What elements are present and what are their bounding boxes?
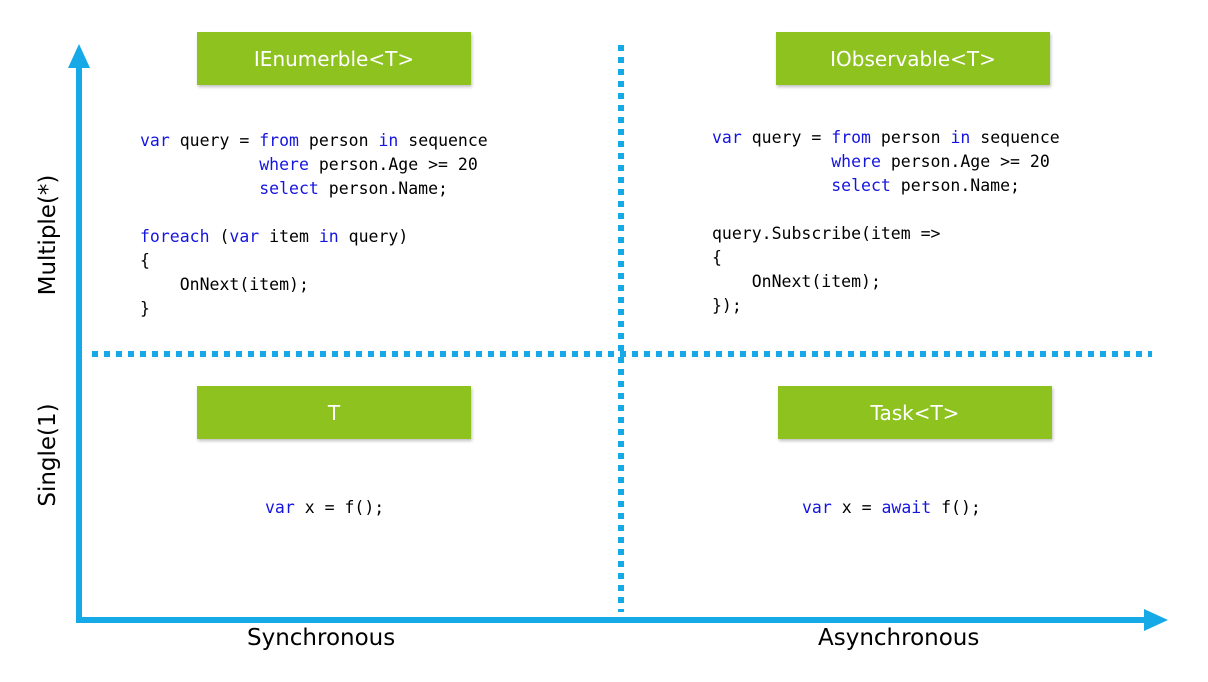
code-line — [712, 198, 1060, 222]
code-keyword: await — [881, 498, 932, 517]
code-keyword: from — [831, 128, 871, 147]
code-line: var x = f(); — [265, 496, 384, 520]
code-line: where person.Age >= 20 — [140, 153, 488, 177]
code-line: foreach (var item in query) — [140, 225, 488, 249]
code-text: sequence — [970, 128, 1060, 147]
code-keyword: var — [802, 498, 832, 517]
code-text: } — [140, 299, 150, 318]
code-text: person — [298, 131, 379, 150]
code-keyword: select — [831, 176, 891, 195]
code-text: sequence — [398, 131, 488, 150]
code-line: select person.Name; — [712, 174, 1060, 198]
code-line: { — [712, 246, 1060, 270]
code-text: query = — [741, 128, 832, 147]
code-sync-multiple: var query = from person in sequence wher… — [140, 129, 488, 321]
code-text: person.Name; — [318, 179, 448, 198]
code-line: where person.Age >= 20 — [712, 150, 1060, 174]
code-keyword: where — [259, 155, 309, 174]
code-text: person — [870, 128, 951, 147]
y-axis-label-single: Single(1) — [35, 403, 61, 507]
code-line: OnNext(item); — [712, 270, 1060, 294]
code-text: item — [259, 227, 319, 246]
code-line: }); — [712, 294, 1060, 318]
code-keyword: in — [318, 227, 339, 246]
code-line: { — [140, 249, 488, 273]
x-axis-label-asynchronous: Asynchronous — [818, 625, 980, 651]
code-text — [140, 155, 259, 174]
code-line: OnNext(item); — [140, 273, 488, 297]
y-axis-arrowhead — [68, 44, 90, 68]
code-text: person.Age >= 20 — [308, 155, 478, 174]
code-async-single: var x = await f(); — [802, 496, 981, 520]
code-line: select person.Name; — [140, 177, 488, 201]
task-t-badge: Task<T> — [778, 386, 1052, 439]
code-keyword: in — [378, 131, 399, 150]
code-text: f(); — [931, 498, 981, 517]
code-text: query = — [169, 131, 260, 150]
code-text — [712, 152, 831, 171]
code-text: x = f(); — [294, 498, 385, 517]
code-text: OnNext(item); — [712, 272, 881, 291]
code-keyword: in — [950, 128, 971, 147]
code-sync-single: var x = f(); — [265, 496, 384, 520]
t-badge: T — [197, 386, 471, 439]
code-text: { — [712, 248, 722, 267]
code-text — [712, 176, 831, 195]
code-line: query.Subscribe(item => — [712, 222, 1060, 246]
code-text: }); — [712, 296, 742, 315]
iobservable-badge: IObservable<T> — [776, 32, 1050, 85]
code-text: x = — [831, 498, 882, 517]
code-text: person.Name; — [890, 176, 1020, 195]
code-keyword: where — [831, 152, 881, 171]
code-line — [140, 201, 488, 225]
code-keyword: select — [259, 179, 319, 198]
code-keyword: var — [140, 131, 170, 150]
y-axis-label-multiple: Multiple(*) — [35, 174, 61, 296]
code-keyword: from — [259, 131, 299, 150]
code-text: query.Subscribe(item => — [712, 224, 941, 243]
code-line: var query = from person in sequence — [712, 126, 1060, 150]
code-text: OnNext(item); — [140, 275, 309, 294]
code-text: query) — [338, 227, 409, 246]
code-text: ( — [209, 227, 230, 246]
code-line: } — [140, 297, 488, 321]
code-keyword: var — [265, 498, 295, 517]
x-axis-arrowhead — [1144, 609, 1168, 631]
code-text: person.Age >= 20 — [880, 152, 1050, 171]
x-axis-label-synchronous: Synchronous — [247, 625, 396, 651]
code-keyword: var — [229, 227, 260, 246]
ienumerable-badge: IEnumerble<T> — [197, 32, 471, 85]
code-line: var query = from person in sequence — [140, 129, 488, 153]
code-async-multiple: var query = from person in sequence wher… — [712, 126, 1060, 318]
code-line: var x = await f(); — [802, 496, 981, 520]
code-keyword: var — [712, 128, 742, 147]
code-keyword: foreach — [140, 227, 210, 246]
code-text — [140, 179, 259, 198]
code-text: { — [140, 251, 150, 270]
